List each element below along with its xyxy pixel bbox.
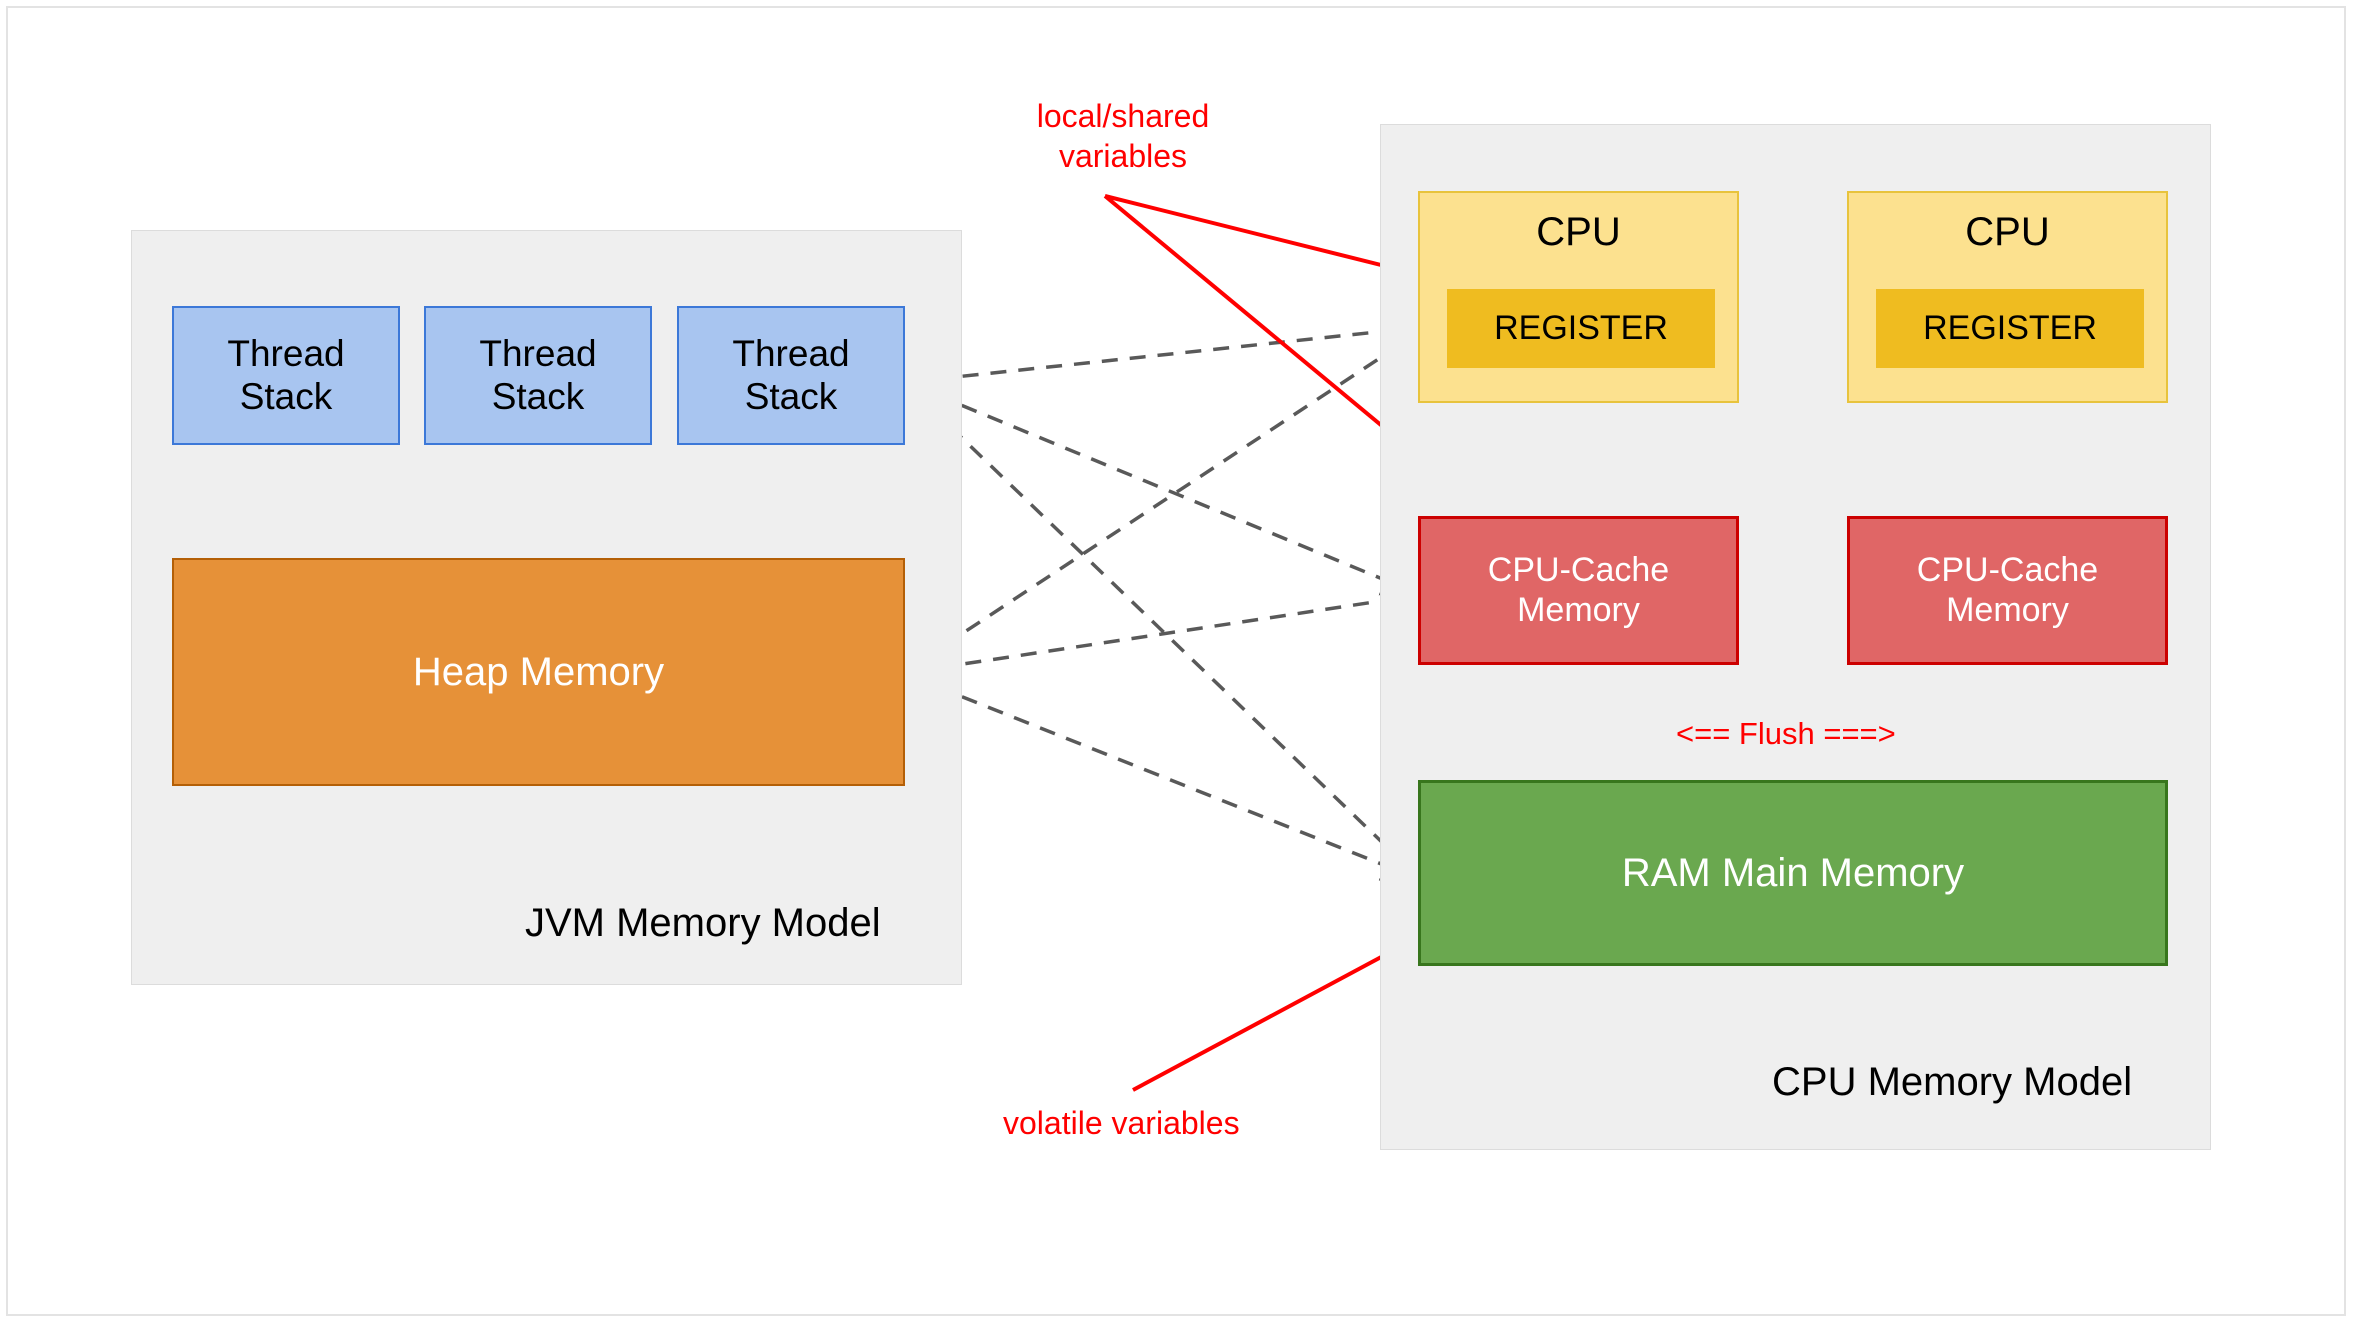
flush-label: <== Flush ===> [1676, 716, 1896, 751]
thread-stack-3[interactable]: Thread Stack [677, 306, 905, 445]
cpu-cache-memory-2[interactable]: CPU-Cache Memory [1847, 516, 2168, 665]
cpu-core-2-title: CPU [1965, 210, 2050, 254]
thread-stack-2[interactable]: Thread Stack [424, 306, 652, 445]
dashed-connectors [904, 325, 1425, 881]
cpu-core-1-title: CPU [1536, 210, 1621, 254]
cpu-core-2[interactable]: CPU REGISTER [1847, 191, 2168, 403]
cpu-memory-model-label: CPU Memory Model [1772, 1060, 2133, 1104]
jvm-memory-model-label: JVM Memory Model [525, 901, 881, 945]
thread-stack-1[interactable]: Thread Stack [172, 306, 400, 445]
edge-heap-to-cache [909, 584, 1418, 674]
annotation-volatile-variables: volatile variables [1003, 1105, 1240, 1141]
edge-heap-to-register [907, 327, 1425, 670]
edge-threadstack-to-ram [908, 386, 1417, 876]
edge-threadstack-to-cache [909, 382, 1418, 596]
ram-main-memory[interactable]: RAM Main Memory [1418, 780, 2168, 966]
edge-threadstack-to-register [904, 325, 1425, 396]
heap-memory-block[interactable]: Heap Memory [172, 558, 905, 786]
register-1[interactable]: REGISTER [1447, 289, 1715, 368]
edge-heap-to-ram [909, 674, 1418, 881]
cpu-core-1[interactable]: CPU REGISTER [1418, 191, 1739, 403]
register-2[interactable]: REGISTER [1876, 289, 2144, 368]
cpu-cache-memory-1[interactable]: CPU-Cache Memory [1418, 516, 1739, 665]
annotation-local-shared-variables: local/shared variables [1036, 98, 1210, 174]
